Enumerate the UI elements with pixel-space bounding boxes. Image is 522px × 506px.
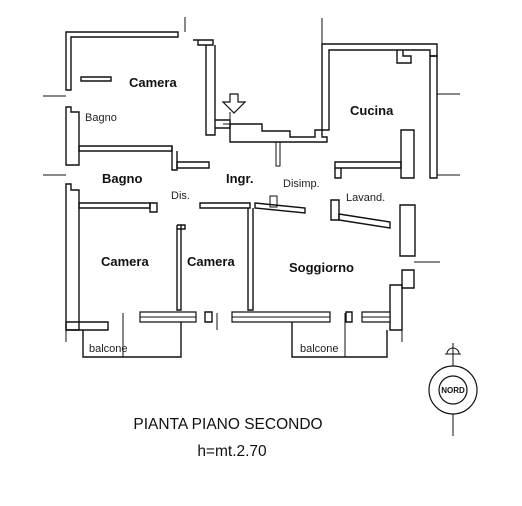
wall-top-center [193, 39, 214, 46]
wall-corridor-hatch [275, 142, 281, 167]
entrance-arrow-icon [221, 93, 247, 132]
wall-bottom-pier-right [345, 311, 353, 323]
balcony-left [82, 322, 182, 358]
wall-corridor-bottom [229, 123, 328, 143]
label-bagno: Bagno [102, 171, 143, 186]
wall-dis-door [176, 161, 210, 169]
wall-lavand-bottom [338, 213, 391, 229]
label-camera-left: Camera [101, 254, 149, 269]
wall-bottom-pier-mid [204, 311, 213, 323]
label-cucina: Cucina [350, 103, 394, 118]
wall-right-top [429, 55, 438, 179]
label-disimp: Disimp. [283, 178, 320, 190]
plan-title: PIANTA PIANO SECONDO [133, 416, 322, 433]
wall-right-bottom-stub [389, 284, 403, 331]
wall-left-bagno-small [65, 106, 80, 166]
balconies [82, 313, 388, 358]
compass-label: NORD [441, 386, 465, 395]
label-dis: Dis. [171, 190, 190, 202]
wall-right-lower [401, 269, 415, 289]
wall-bagno-bottom-stub [149, 202, 158, 213]
label-soggiorno: Soggiorno [289, 260, 354, 275]
label-camera-mid: Camera [187, 254, 235, 269]
openings [43, 17, 460, 342]
wall-bottom-left [65, 321, 109, 331]
wall-camera-divider [177, 224, 186, 230]
wall-ingr-marker [269, 195, 278, 208]
label-camera-top: Camera [129, 75, 177, 90]
wall-left-lower [65, 183, 80, 331]
wall-top-right [321, 43, 438, 131]
room-labels: Camera Bagno Cucina Bagno Dis. Ingr. Dis… [85, 75, 394, 355]
label-bagno-small: Bagno [85, 112, 117, 124]
label-balcone-right: balcone [300, 343, 339, 355]
label-lavand: Lavand. [346, 192, 385, 204]
wall-center-horizontal-right [254, 202, 306, 214]
wall-entrance-left [205, 45, 216, 136]
label-ingr: Ingr. [226, 171, 253, 186]
wall-center-vertical-left [176, 225, 182, 311]
plan-height-note: h=mt.2.70 [197, 443, 267, 460]
wall-top-left-inner [80, 76, 112, 82]
wall-top-right-corner [396, 50, 412, 64]
wall-dis-stub [171, 146, 178, 171]
wall-lavand-top [334, 168, 342, 179]
wall-center-horizontal [199, 202, 251, 209]
north-compass-icon: NORD [428, 343, 478, 436]
wall-cucina-right [400, 129, 415, 179]
walls [65, 31, 438, 331]
wall-center-vertical-right [247, 208, 254, 311]
balcony-right [291, 322, 388, 358]
plan-title-block: PIANTA PIANO SECONDO h=mt.2.70 [133, 416, 322, 460]
wall-bagno-bottom [78, 202, 151, 209]
wall-lavand-left [330, 199, 340, 221]
wall-right-lavand [399, 204, 416, 257]
label-balcone-left: balcone [89, 343, 128, 355]
wall-bagno-top [78, 145, 173, 152]
wall-cucina-bottom [334, 161, 402, 169]
wall-top-left [65, 31, 179, 91]
